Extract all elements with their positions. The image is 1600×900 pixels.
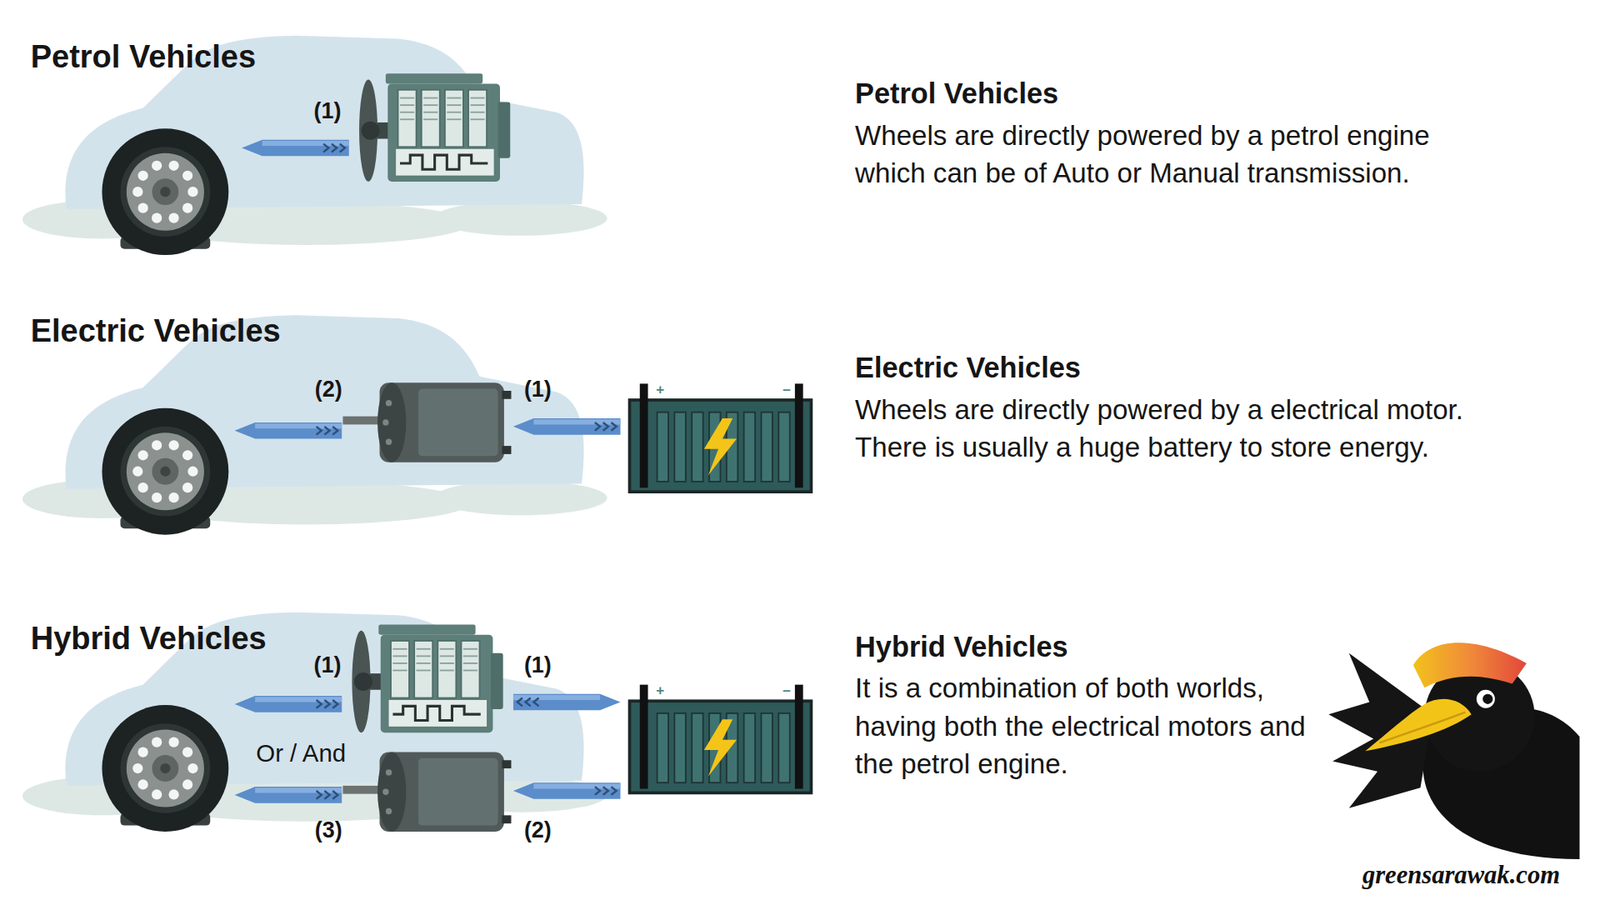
connector-word: Or / And	[255, 739, 346, 768]
callout-number: (1)	[524, 652, 552, 679]
watermark: greensarawak.com	[1362, 860, 1560, 890]
terminal-sign: +	[655, 682, 665, 700]
section-heading: Hybrid Vehicles	[855, 630, 1068, 664]
callout-number: (3)	[315, 817, 343, 844]
section-heading: Electric Vehicles	[855, 351, 1081, 385]
description-text: It is a combination of both worlds, havi…	[855, 669, 1325, 783]
description-text: Wheels are directly powered by a petrol …	[855, 116, 1447, 193]
terminal-sign: –	[782, 381, 791, 399]
terminal-sign: –	[782, 682, 791, 700]
hornbill-mascot	[1328, 642, 1580, 860]
callout-number: (2)	[315, 376, 343, 403]
description-text: Wheels are directly powered by a electri…	[855, 390, 1488, 467]
callout-number: (2)	[524, 817, 552, 844]
section-heading: Petrol Vehicles	[855, 77, 1059, 110]
callout-number: (1)	[314, 98, 342, 125]
callout-number: (1)	[314, 652, 342, 679]
callout-number: (1)	[524, 376, 552, 403]
vehicle-type-heading: Petrol Vehicles	[30, 39, 256, 76]
terminal-sign: +	[655, 381, 665, 399]
vehicle-type-heading: Hybrid Vehicles	[30, 620, 267, 658]
vehicle-type-heading: Electric Vehicles	[30, 313, 281, 350]
